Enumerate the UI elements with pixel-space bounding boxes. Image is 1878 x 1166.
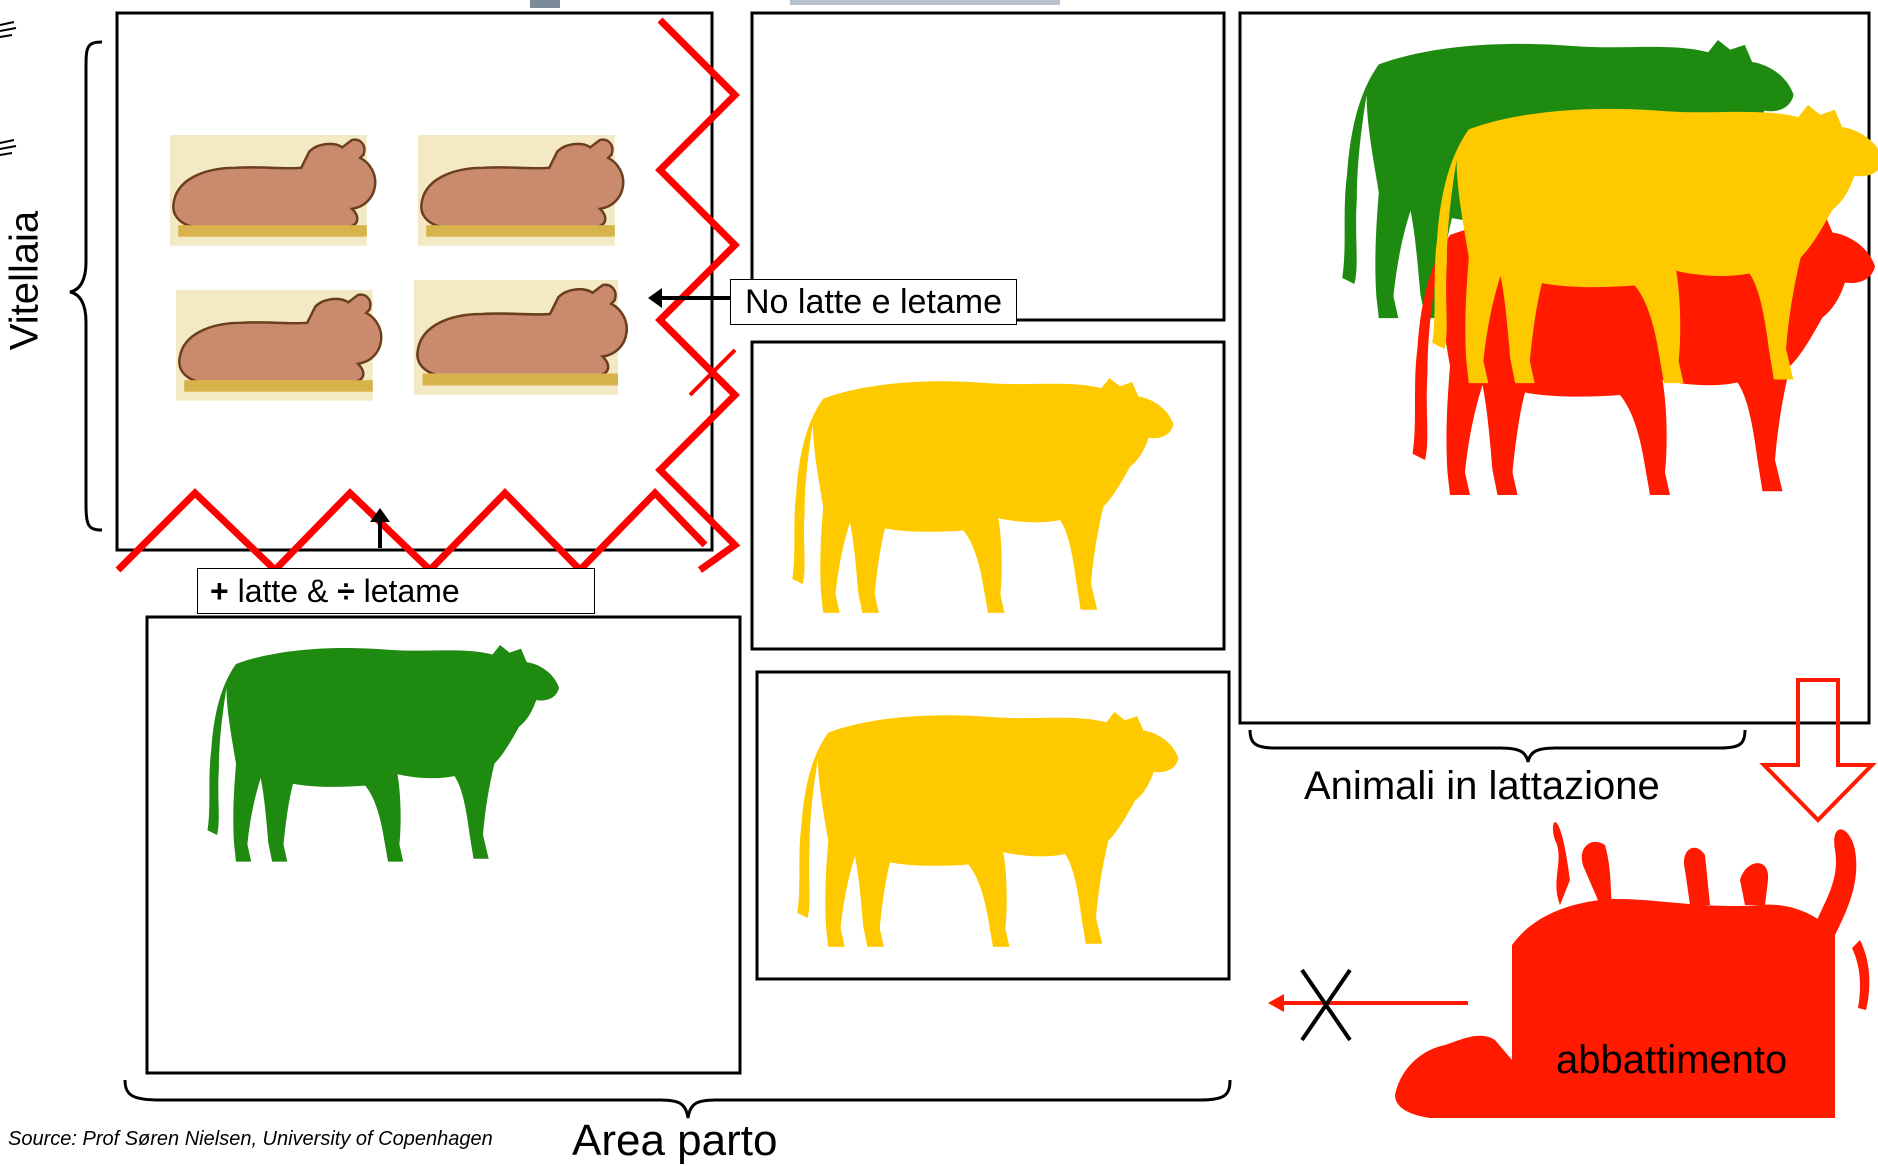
brace-lactating [1250,730,1745,762]
edge-marks [0,22,16,155]
milk-text: latte & [229,573,338,609]
title-fragment [530,0,560,8]
empty-box [752,13,1224,320]
divide-sign: ÷ [337,573,355,609]
calf-4 [414,280,627,395]
cow-green-calving [208,645,560,862]
milk-manure-label: + latte & ÷ letame [197,568,595,614]
lactating-label: Animali in lattazione [1304,764,1660,809]
calf-2 [418,135,623,246]
cow-yellow-middle-top [792,378,1173,613]
slaughter-label: abbattimento [1556,1038,1787,1083]
cow-yellow-middle-bottom [797,712,1178,947]
source-credit: Source: Prof Søren Nielsen, University o… [8,1128,493,1151]
no-milk-label: No latte e letame [730,279,1017,325]
brace-calving [125,1080,1230,1118]
calf-1 [170,135,375,246]
calving-label: Area parto [572,1116,777,1166]
barrier-zigzag-right [660,20,735,570]
brace-calf-area [70,42,102,530]
arrow-blocked [1268,970,1468,1040]
title-fragment-2 [790,0,1060,5]
arrow-to-slaughter [1764,680,1872,820]
manure-text: letame [355,573,460,609]
barrier-zigzag-bottom [118,493,705,570]
calf-3 [176,290,381,401]
calf-area-label: Vitellaia [3,201,48,361]
plus-sign: + [210,573,229,609]
